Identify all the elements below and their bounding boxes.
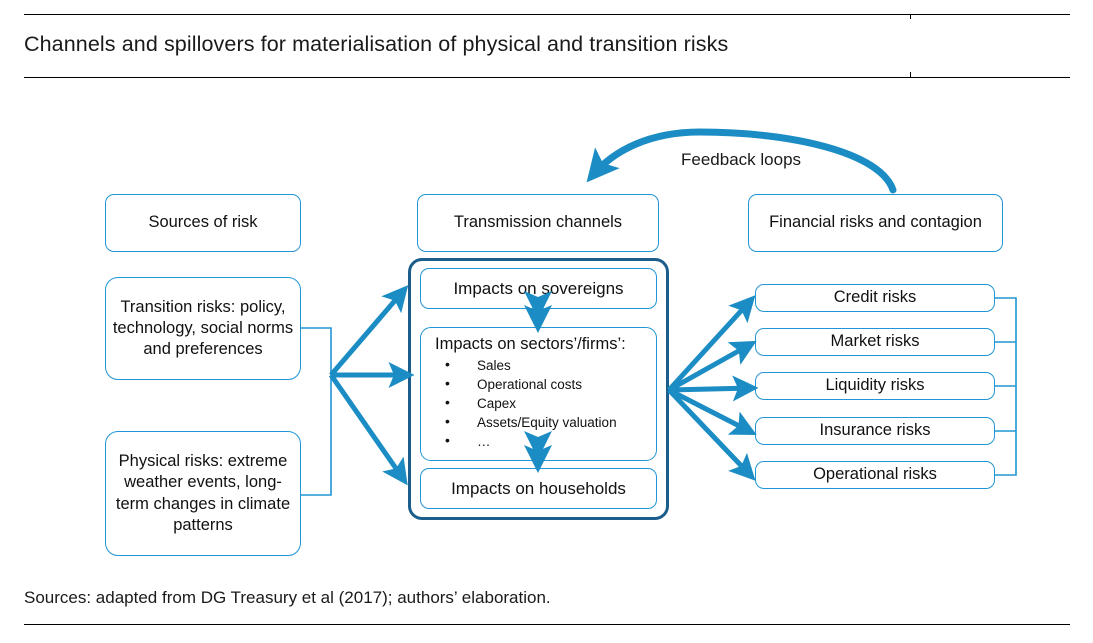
box-impacts-on-sectors-firms: Impacts on sectors’/firms’: Sales Operat… bbox=[420, 327, 657, 461]
box-operational-risks: Operational risks bbox=[755, 461, 995, 489]
list-item: … bbox=[441, 431, 646, 451]
box-insurance-risks: Insurance risks bbox=[755, 417, 995, 445]
list-item: Operational costs bbox=[441, 374, 646, 394]
list-item: Sales bbox=[441, 355, 646, 375]
box-liquidity-risks: Liquidity risks bbox=[755, 372, 995, 400]
box-market-risks: Market risks bbox=[755, 328, 995, 356]
column-header-financial-risks-and-contagion: Financial risks and contagion bbox=[748, 194, 1003, 252]
footer-rule bbox=[24, 624, 1070, 625]
figure-title: Channels and spillovers for materialisat… bbox=[24, 32, 729, 56]
feedback-loops-label: Feedback loops bbox=[681, 150, 802, 169]
box-impacts-on-sovereigns: Impacts on sovereigns bbox=[420, 268, 657, 309]
header-tick-bottom bbox=[910, 72, 911, 77]
box-impacts-on-households: Impacts on households bbox=[420, 468, 657, 509]
right-bracket bbox=[995, 297, 1017, 476]
arrows-transmission-to-financial-risks bbox=[667, 295, 759, 481]
header-rule-top bbox=[24, 14, 1070, 15]
column-header-sources-of-risk: Sources of risk bbox=[105, 194, 301, 252]
column-header-transmission-channels: Transmission channels bbox=[417, 194, 659, 252]
source-note: Sources: adapted from DG Treasury et al … bbox=[24, 588, 551, 607]
sectors-bullet-list: Sales Operational costs Capex Assets/Equ… bbox=[435, 355, 646, 452]
sectors-title: Impacts on sectors’/firms’: bbox=[435, 335, 626, 353]
header-rule-bottom bbox=[24, 77, 1070, 78]
header-tick-top bbox=[910, 14, 911, 19]
arrows-sources-to-transmission bbox=[328, 285, 415, 486]
list-item: Assets/Equity valuation bbox=[441, 412, 646, 432]
list-item: Capex bbox=[441, 393, 646, 413]
left-bracket bbox=[301, 327, 332, 496]
box-transition-risks: Transition risks: policy, technology, so… bbox=[105, 277, 301, 380]
box-credit-risks: Credit risks bbox=[755, 284, 995, 312]
box-physical-risks: Physical risks: extreme weather events, … bbox=[105, 431, 301, 556]
